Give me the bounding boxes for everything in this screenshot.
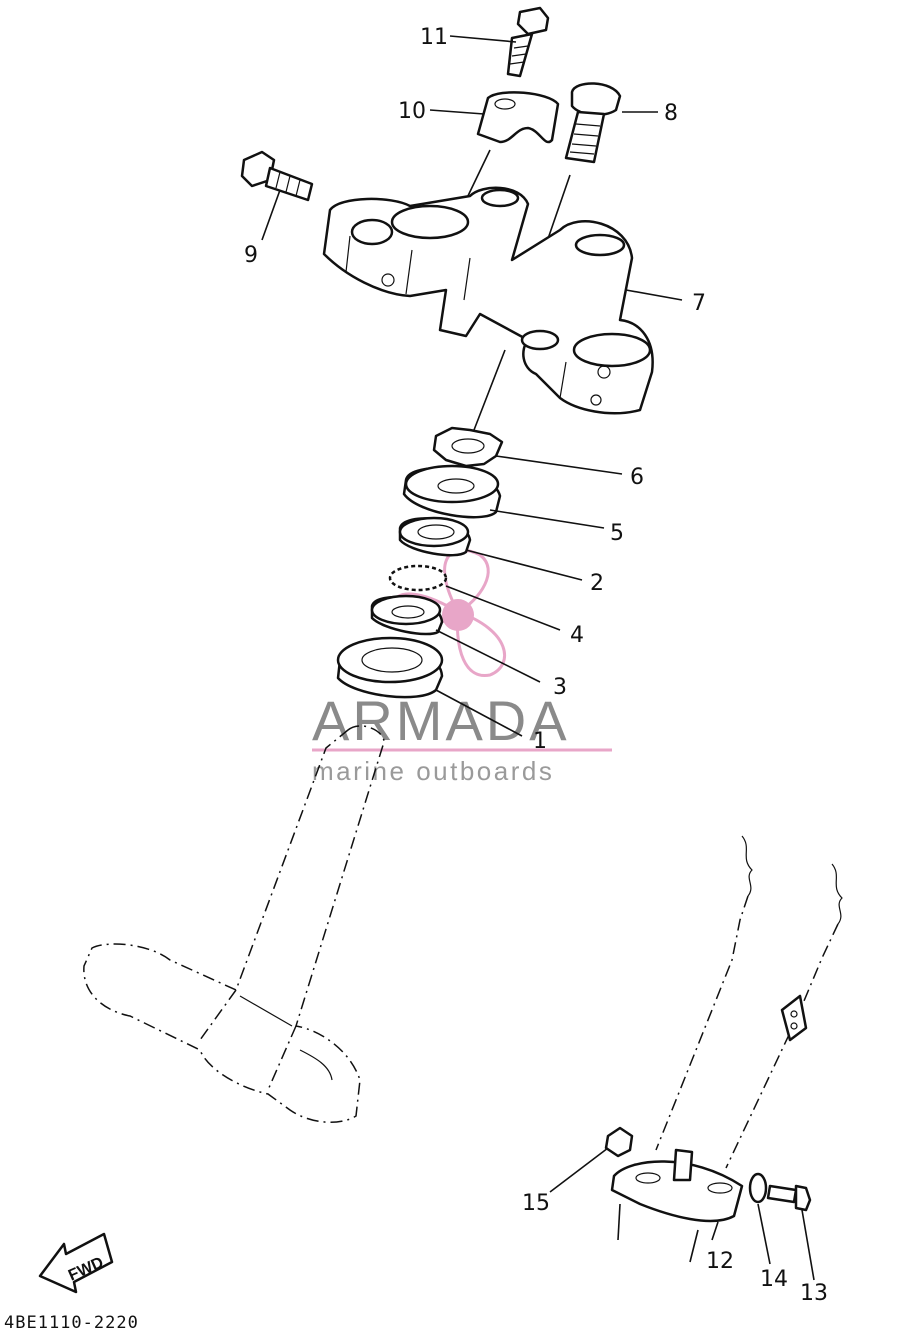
callout-leaders xyxy=(261,35,815,1281)
watermark-title: ARMADA xyxy=(312,689,570,752)
callout-2: 2 xyxy=(590,571,604,596)
part-bearing-1 xyxy=(336,636,444,699)
lower-bracket-outline xyxy=(83,725,385,1123)
callout-15: 15 xyxy=(522,1191,550,1216)
callout-1: 1 xyxy=(533,729,547,754)
callout-5: 5 xyxy=(610,521,624,546)
part-upper-bracket-7 xyxy=(322,186,654,415)
part-ring-nut-6 xyxy=(432,426,504,468)
fwd-arrow-icon: FWD xyxy=(38,1232,114,1294)
part-bearing-race-2 xyxy=(398,516,472,557)
callout-4: 4 xyxy=(570,623,584,648)
callout-7: 7 xyxy=(692,291,706,316)
callout-13: 13 xyxy=(800,1281,828,1306)
diagram-code: 4BE1110-2220 xyxy=(4,1313,139,1332)
callout-8: 8 xyxy=(664,101,678,126)
part-bolt-11 xyxy=(506,6,550,78)
part-washer-14 xyxy=(748,1172,768,1204)
watermark-subtitle: marine outboards xyxy=(312,756,554,786)
part-cable-guide-12 xyxy=(610,1148,744,1223)
callout-10: 10 xyxy=(398,99,426,124)
part-bolt-13 xyxy=(766,1184,812,1212)
part-ball-bearings-4 xyxy=(388,564,448,592)
callout-11: 11 xyxy=(420,25,448,50)
part-side-bolt-9 xyxy=(240,150,314,202)
callout-14: 14 xyxy=(760,1267,788,1292)
part-washer-5 xyxy=(402,464,502,519)
callout-labels: 1 2 3 4 5 6 7 8 9 10 11 12 13 14 15 xyxy=(244,25,828,1306)
watermark: ARMADA marine outboards xyxy=(312,548,612,786)
callout-12: 12 xyxy=(706,1249,734,1274)
part-pinch-bolt-8 xyxy=(564,82,622,164)
part-holder-cap-10 xyxy=(476,91,560,144)
part-nut-15 xyxy=(604,1126,634,1158)
callout-6: 6 xyxy=(630,465,644,490)
callout-9: 9 xyxy=(244,243,258,268)
callout-3: 3 xyxy=(553,675,567,700)
fork-tubes-outline xyxy=(655,835,843,1169)
part-bearing-race-3 xyxy=(370,594,444,636)
